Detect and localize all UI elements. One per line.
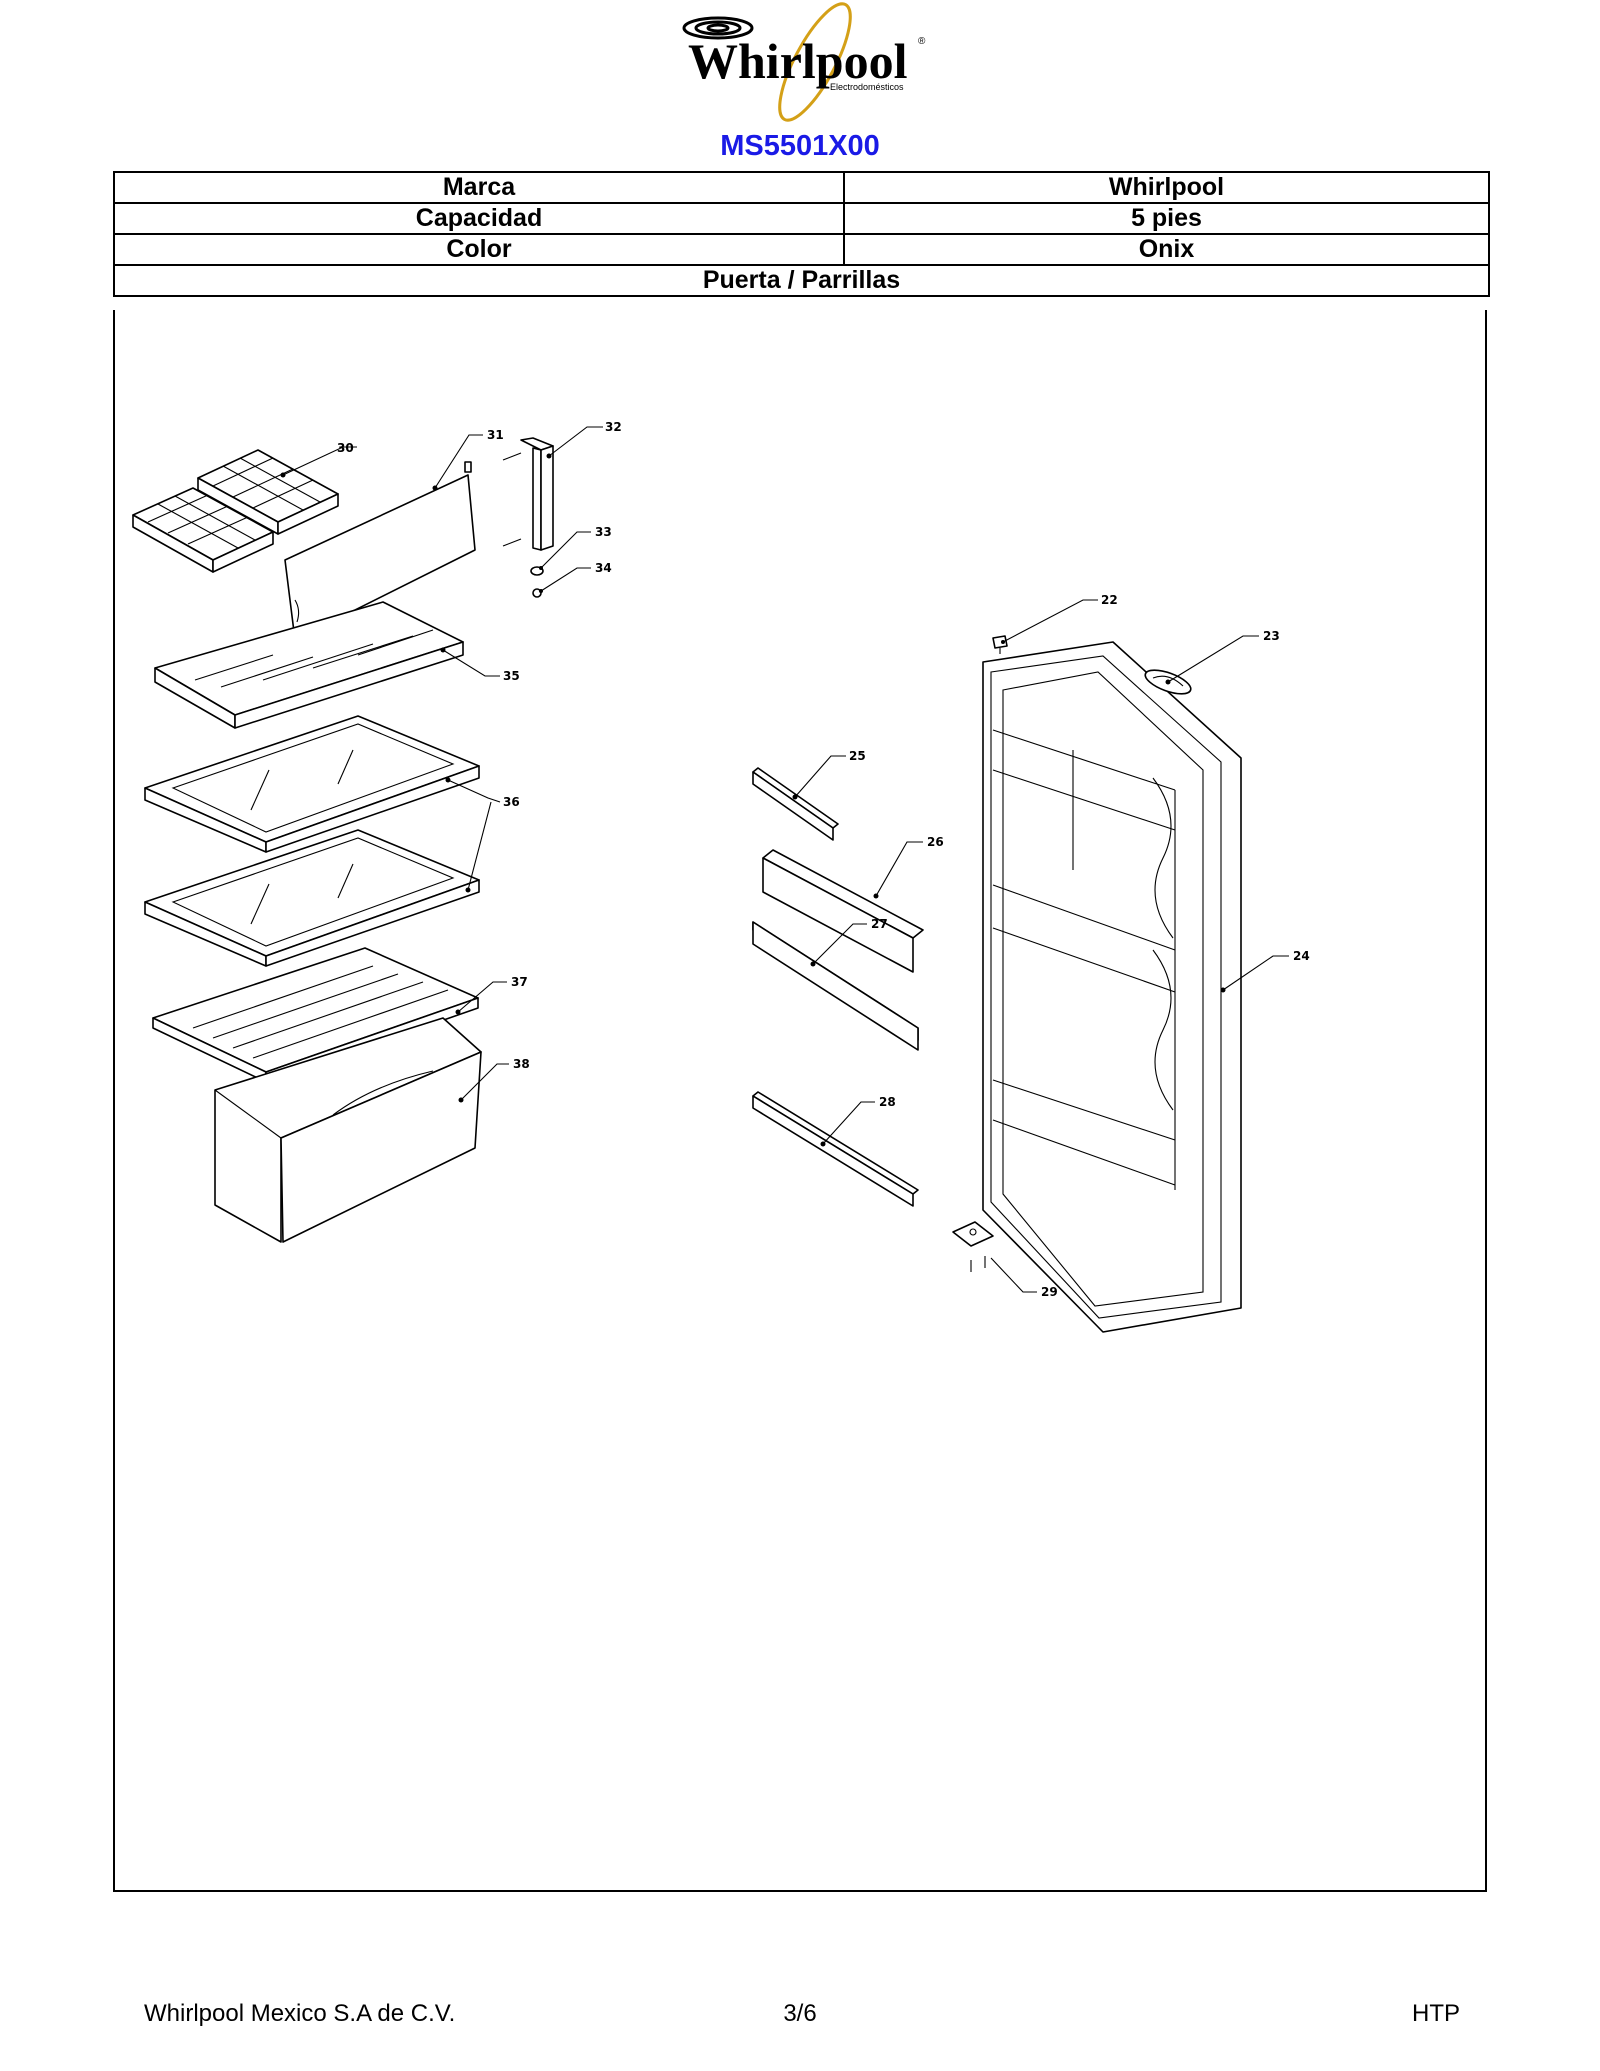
callout-26: 26 (927, 835, 944, 849)
callout-33: 33 (595, 525, 612, 539)
diagram-frame (113, 310, 1487, 1892)
freezer-tray-part (154, 601, 464, 729)
callout-36: 36 (503, 795, 520, 809)
callout-34: 34 (595, 561, 612, 575)
callout-28: 28 (879, 1095, 896, 1109)
spec-label: Capacidad (113, 202, 845, 235)
spec-value: 5 pies (843, 202, 1490, 235)
callout-27: 27 (871, 917, 888, 931)
spec-label: Color (113, 233, 845, 266)
ice-tray-part (132, 449, 339, 573)
svg-text:Electrodomésticos: Electrodomésticos (830, 82, 904, 92)
lower-hinge-part (952, 1221, 994, 1272)
door-bar-part (752, 767, 924, 1207)
glass-shelf-part (144, 829, 480, 967)
spec-row: Capacidad 5 pies (113, 202, 1490, 235)
spec-table: Marca Whirlpool Capacidad 5 pies Color O… (113, 171, 1490, 297)
section-title: Puerta / Parrillas (113, 264, 1490, 297)
callout-38: 38 (513, 1057, 530, 1071)
callout-22: 22 (1101, 593, 1118, 607)
callout-31: 31 (487, 428, 504, 442)
callout-25: 25 (849, 749, 866, 763)
footer-page-number: 3/6 (783, 2000, 817, 2027)
callout-24: 24 (1293, 949, 1310, 963)
callout-32: 32 (605, 420, 622, 434)
model-number: MS5501X00 (720, 130, 880, 162)
callout-30: 30 (337, 441, 354, 455)
spec-row: Color Onix (113, 233, 1490, 266)
freezer-door-part (284, 461, 476, 641)
spec-value: Whirlpool (843, 171, 1490, 204)
refrigerator-door-part (982, 641, 1242, 1333)
door-stop-part (992, 635, 1008, 654)
spec-row: Marca Whirlpool (113, 171, 1490, 204)
exploded-parts-diagram: 30 31 32 33 34 35 (132, 420, 1310, 1333)
footer-company: Whirlpool Mexico S.A de C.V. (144, 2000, 456, 2027)
callout-29: 29 (1041, 1285, 1058, 1299)
whirlpool-logo: Whirlpool ® Electrodomésticos (682, 2, 926, 122)
callout-35: 35 (503, 669, 520, 683)
hinge-bracket-part (502, 437, 554, 551)
spec-label: Marca (113, 171, 845, 204)
crisper-drawer-part (214, 1017, 482, 1243)
callout-23: 23 (1263, 629, 1280, 643)
callout-37: 37 (511, 975, 528, 989)
footer-code: HTP (1412, 2000, 1460, 2027)
svg-text:®: ® (918, 36, 926, 47)
glass-shelf-part (144, 715, 480, 853)
spec-value: Onix (843, 233, 1490, 266)
section-row: Puerta / Parrillas (113, 264, 1490, 297)
svg-text:Whirlpool: Whirlpool (688, 33, 908, 89)
